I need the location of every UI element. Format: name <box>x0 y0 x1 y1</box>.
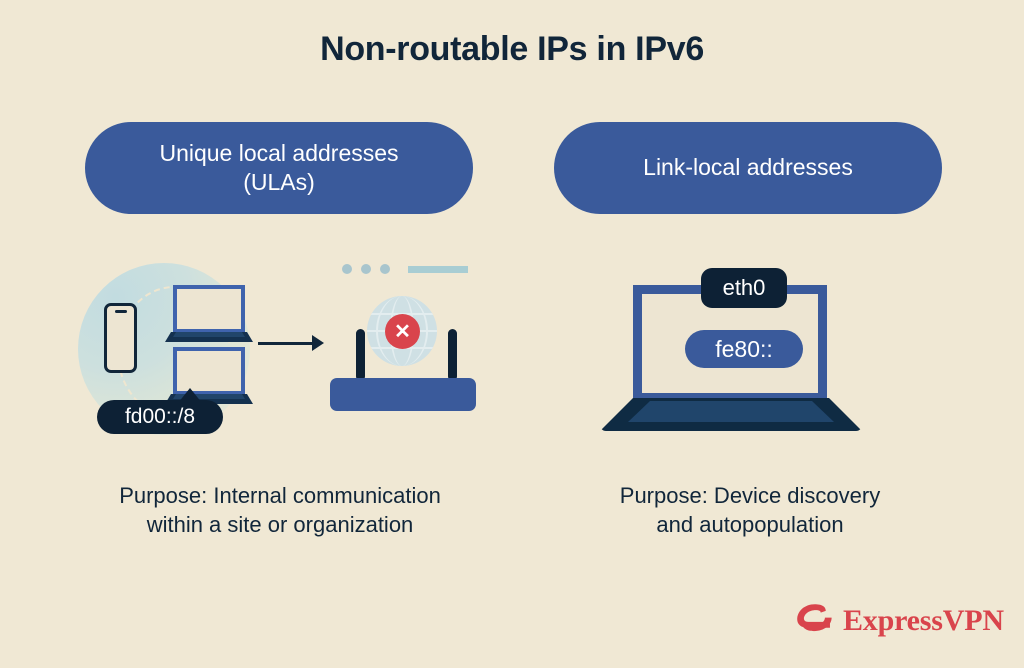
router-icon <box>330 378 476 411</box>
address-label-fe80: fe80:: <box>685 330 803 368</box>
heading-pill-ula: Unique local addresses (ULAs) <box>85 122 473 214</box>
page-title: Non-routable IPs in IPv6 <box>320 30 704 68</box>
arrow-right-icon <box>258 342 316 345</box>
illustration-ula: fd00::/8 ✕ <box>60 250 500 450</box>
caption-line-2: within a site or organization <box>146 511 414 537</box>
router-led <box>342 264 352 274</box>
callout-pointer <box>178 388 202 403</box>
laptop-base <box>600 398 862 431</box>
laptop-icon <box>165 347 253 409</box>
heading-line-1: Unique local addresses <box>159 139 399 166</box>
heading-pill-ula-text: Unique local addresses (ULAs) <box>159 139 398 198</box>
router-status-bar <box>408 266 468 273</box>
illustration-link-local: fe80:: eth0 <box>600 250 930 450</box>
laptop-screen <box>173 285 245 333</box>
caption-line-1: Purpose: Internal communication <box>119 483 441 508</box>
heading-line-2: (ULAs) <box>243 169 315 195</box>
caption-line-2: and autopopulation <box>656 511 844 537</box>
interface-label-eth0: eth0 <box>701 268 787 308</box>
expressvpn-wordmark: ExpressVPN <box>843 604 1004 637</box>
router-antenna-left <box>356 329 365 381</box>
blocked-x-icon: ✕ <box>385 314 420 349</box>
laptop-icon <box>165 285 253 347</box>
laptop-base <box>165 394 253 404</box>
address-label-fd00: fd00::/8 <box>97 400 223 434</box>
laptop-screen <box>173 347 245 395</box>
smartphone-icon <box>104 303 137 373</box>
heading-pill-link-local: Link-local addresses <box>554 122 942 214</box>
router-led <box>361 264 371 274</box>
caption-ula: Purpose: Internal communication within a… <box>60 482 500 539</box>
expressvpn-mark-icon <box>797 604 832 632</box>
laptop-base <box>165 332 253 342</box>
router-led <box>380 264 390 274</box>
arrow-right-head <box>312 335 324 351</box>
caption-line-1: Purpose: Device discovery <box>619 483 881 508</box>
router-antenna-right <box>448 329 457 381</box>
expressvpn-logo: ExpressVPN <box>793 600 1004 642</box>
caption-link-local: Purpose: Device discovery and autopopula… <box>555 482 945 539</box>
